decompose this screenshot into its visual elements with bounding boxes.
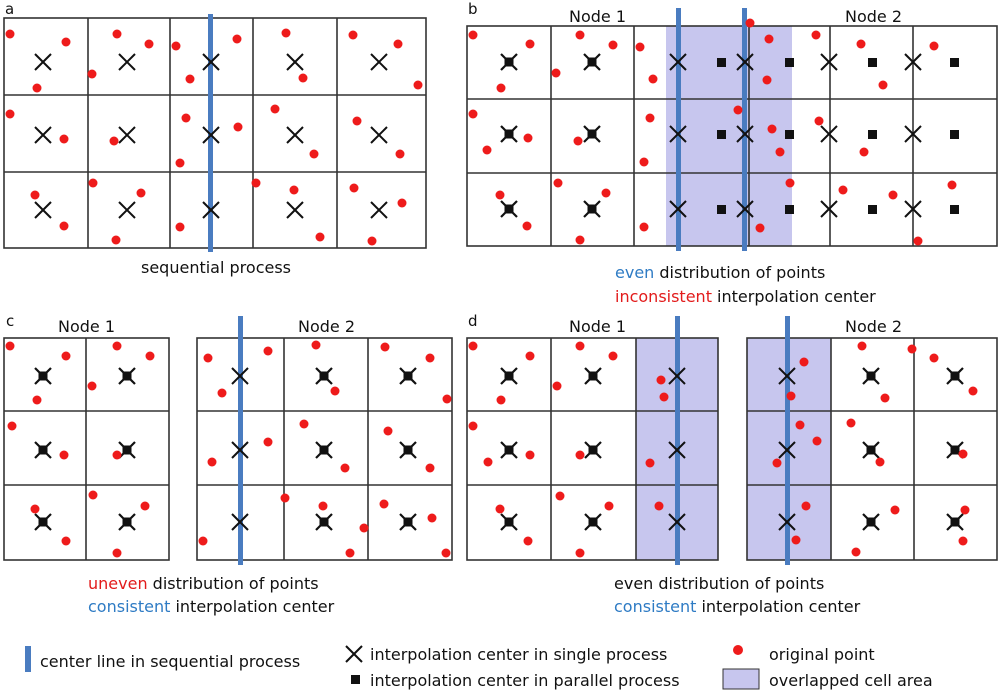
legend-overlap-area-label: overlapped cell area (769, 671, 933, 690)
overlap-swatch (722, 668, 760, 690)
overlap-area (666, 26, 792, 246)
parallel-centers (717, 58, 959, 214)
x-mark-icon (345, 645, 363, 663)
panel-a: a sequential process (3, 0, 427, 277)
original-points (5, 340, 452, 558)
node-2-label: Node 2 (845, 317, 902, 336)
point-icon (733, 645, 743, 655)
legend-square-parallel-label: interpolation center in parallel process (370, 671, 680, 690)
legend-overlap-area: overlapped cell area (722, 668, 933, 690)
panel-c-label: c (6, 312, 14, 330)
legend-original-point-label: original point (769, 645, 875, 664)
panel-d-caption-line-2: consistent interpolation center (614, 597, 861, 616)
center-line (238, 316, 243, 565)
legend-center-line-label: center line in sequential process (40, 652, 300, 671)
node-2-label: Node 2 (298, 317, 355, 336)
panel-c: c Node 1 Node 2 uneven distribution of p… (3, 312, 453, 616)
panel-b: b Node 1 Node 2 even distribution of poi… (466, 0, 998, 306)
center-line-node-2 (742, 8, 747, 251)
legend-x-single-label: interpolation center in single process (370, 645, 667, 664)
center-line-node-1 (675, 316, 680, 565)
center-line (208, 14, 213, 252)
node-1-label: Node 1 (569, 317, 626, 336)
node-1-label: Node 1 (58, 317, 115, 336)
panel-c-node-1-grid (3, 337, 170, 561)
original-points (468, 341, 978, 558)
panel-a-caption: sequential process (141, 258, 291, 277)
original-points (468, 18, 957, 246)
legend-center-line: center line in sequential process (25, 646, 300, 672)
panel-b-caption-line-2: inconsistent interpolation center (615, 287, 876, 306)
square-icon (351, 675, 360, 684)
legend-square-parallel: interpolation center in parallel process (351, 671, 680, 690)
panel-a-label: a (5, 0, 14, 18)
center-line-node-2 (785, 316, 790, 565)
panel-d-caption-line-1: even distribution of points (614, 574, 824, 593)
panel-b-label: b (468, 0, 478, 18)
original-points (5, 28, 423, 246)
center-line-node-1 (676, 8, 681, 251)
legend-center-line-swatch (25, 646, 31, 672)
panel-c-caption-line-1: uneven distribution of points (88, 574, 319, 593)
legend-original-point: original point (733, 645, 875, 664)
node-2-label: Node 2 (845, 7, 902, 26)
panel-b-caption-line-1: even distribution of points (615, 263, 825, 282)
panel-a-grid (3, 17, 427, 249)
legend: center line in sequential process interp… (25, 645, 933, 690)
node-1-label: Node 1 (569, 7, 626, 26)
legend-x-single: interpolation center in single process (345, 645, 667, 664)
panel-c-caption-line-2: consistent interpolation center (88, 597, 335, 616)
panel-d: d Node 1 Node 2 even distribution of poi… (466, 312, 998, 616)
panel-d-label: d (468, 312, 478, 330)
